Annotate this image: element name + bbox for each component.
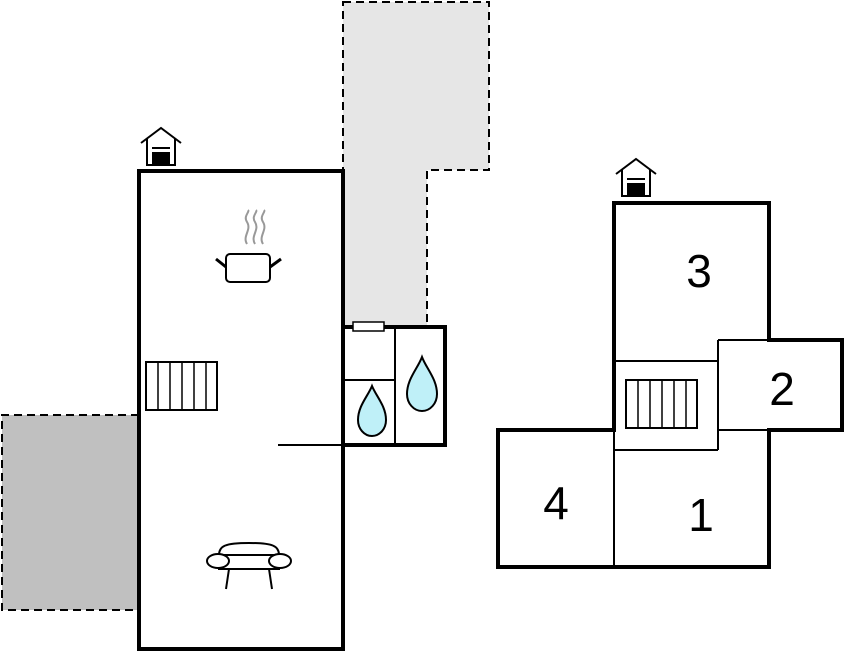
staircase-icon (625, 379, 698, 429)
terrace-left (1, 414, 139, 611)
room-label-2: 2 (769, 363, 795, 415)
cooking-pot-icon (215, 209, 282, 283)
room-label-3: 3 (686, 245, 712, 297)
house-entrance-icon (140, 126, 182, 166)
house-entrance-icon (615, 157, 657, 197)
sofa-icon (206, 541, 292, 590)
room-label-1: 1 (688, 489, 714, 541)
staircase-icon (145, 361, 218, 411)
window-icon (352, 321, 385, 332)
terrace-top (342, 1, 490, 327)
water-drop-icon (356, 383, 388, 437)
water-drop-icon (405, 354, 439, 412)
room-label-4: 4 (543, 477, 569, 529)
